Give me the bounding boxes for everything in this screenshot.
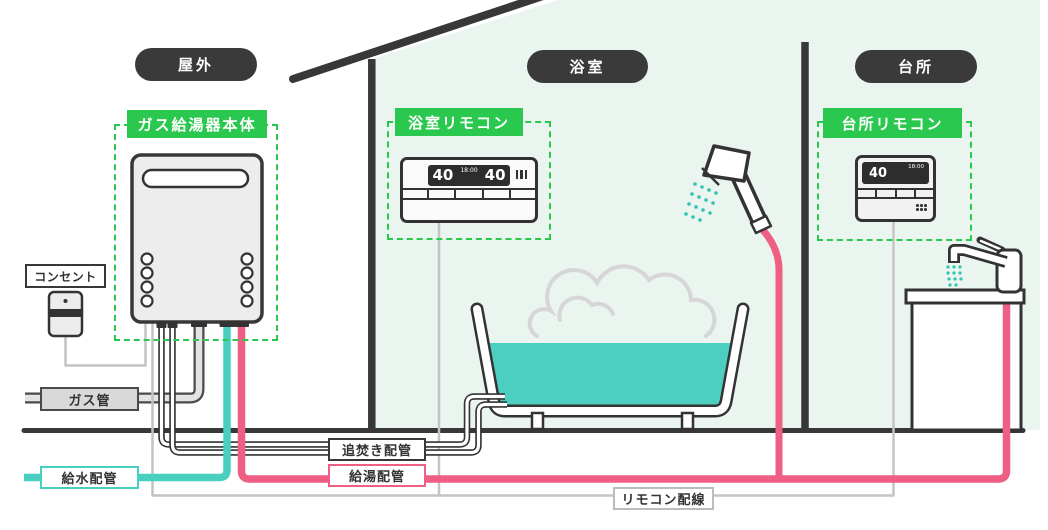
- outlet-device: [47, 290, 84, 338]
- water-supply-pipe-label: 給水配管: [40, 466, 139, 489]
- remote-button: [429, 190, 457, 198]
- kitchen-faucet: [948, 236, 1023, 294]
- water-supply-pipe-line: [24, 323, 231, 482]
- bathtub-water: [485, 343, 739, 409]
- kitchen-remote-buttons: [857, 188, 934, 199]
- kitchen-counter: [904, 288, 1026, 305]
- bathtub-leg-right: [680, 411, 695, 431]
- zone-badge-outdoor: 屋外: [135, 48, 257, 81]
- house-roof: [289, 0, 544, 83]
- water-heater-body: [130, 153, 264, 328]
- kitchen-remote-control: 40 18:00: [855, 155, 936, 222]
- gas-pipe-label: ガス管: [40, 387, 139, 411]
- bath-remote-label: 浴室リモコン: [395, 108, 523, 136]
- shower-spray-dots: [684, 182, 718, 222]
- remote-button: [877, 190, 897, 197]
- hot-water-pipe-label: 給湯配管: [328, 464, 426, 487]
- remote-button: [484, 190, 511, 198]
- remote-button: [916, 190, 934, 197]
- reheat-pipe-label: 追焚き配管: [328, 438, 426, 461]
- shower-head: [701, 144, 773, 235]
- heater-pipe-caps: [156, 321, 249, 328]
- steam-cloud: [527, 264, 717, 338]
- remote-wire-line: [151, 222, 895, 497]
- remote-button: [511, 190, 536, 198]
- hot-water-pipe-line: [237, 226, 1011, 483]
- heater-ports: [140, 252, 254, 308]
- remote-button: [402, 190, 430, 198]
- outlet-label: コンセント: [25, 264, 106, 288]
- heater-highlight-box: [114, 124, 278, 341]
- bathtub-leg-left: [530, 411, 545, 431]
- heater-label: ガス給湯器本体: [127, 110, 267, 138]
- heater-vent: [141, 168, 250, 189]
- hot-temp-value: 40: [484, 166, 506, 184]
- remote-button: [897, 190, 917, 197]
- zone-badge-kitchen: 台所: [855, 50, 977, 83]
- kitchen-remote-display: 40 18:00: [862, 162, 929, 184]
- hot-temp-value: 40: [869, 165, 888, 181]
- house-interior: [375, 0, 1040, 430]
- bath-remote-control: 40 18:00 40: [400, 157, 538, 223]
- level-bars-icon: [515, 170, 527, 179]
- bath-temp-value: 40: [432, 166, 454, 184]
- clock-value: 18:00: [908, 164, 924, 170]
- remote-button: [857, 190, 877, 197]
- faucet-spray-dots: [946, 265, 963, 287]
- zone-badge-bathroom: 浴室: [527, 50, 648, 83]
- steam-cloud-inner: [557, 295, 615, 322]
- remote-wiring-label: リモコン配線: [613, 487, 714, 510]
- bath-remote-display: 40 18:00 40: [428, 165, 510, 186]
- shower-hose: [759, 226, 783, 479]
- kitchen-remote-label: 台所リモコン: [823, 108, 962, 138]
- keypad-dots-icon: [916, 204, 928, 212]
- reheat-pipe-lines: [158, 323, 507, 456]
- gas-pipe-line: [25, 324, 205, 404]
- bath-remote-buttons: [402, 188, 536, 200]
- clock-value: 18:00: [460, 166, 478, 174]
- power-wire-line: [64, 323, 147, 367]
- remote-button: [456, 190, 484, 198]
